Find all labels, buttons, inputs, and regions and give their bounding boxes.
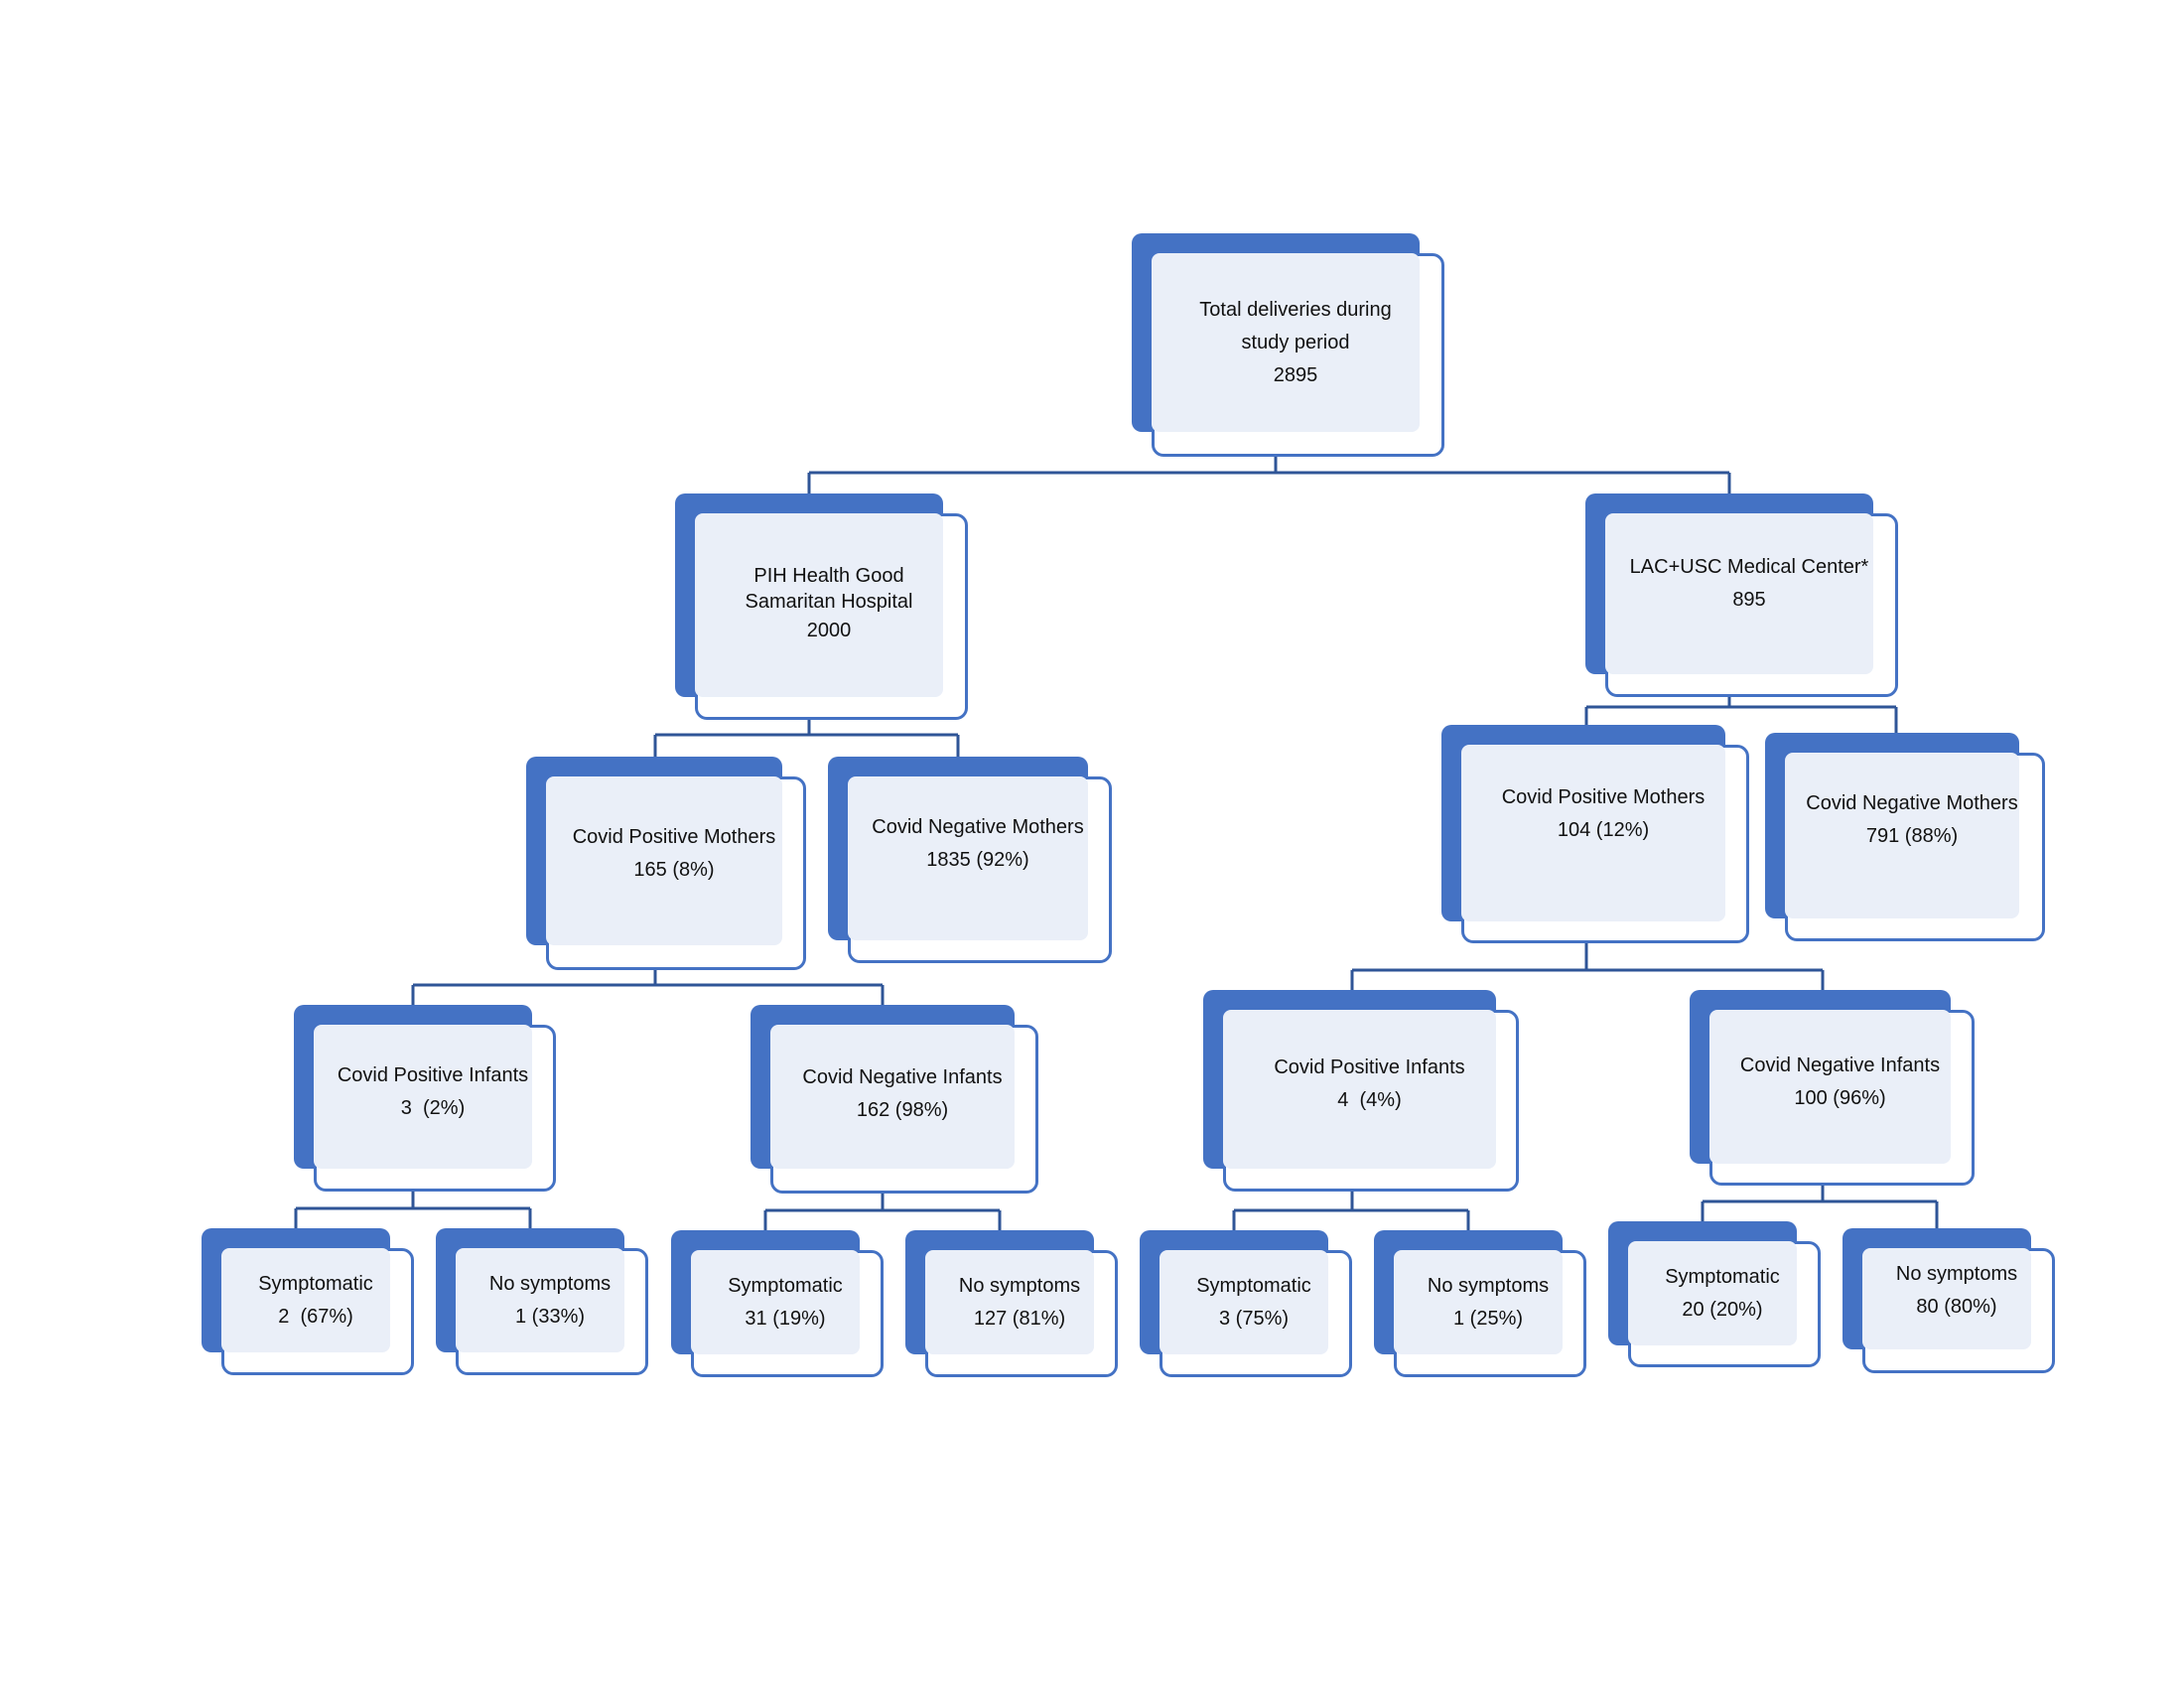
node-line: Symptomatic — [728, 1274, 843, 1297]
node-line: Symptomatic — [1665, 1265, 1780, 1288]
node-line: No symptoms — [488, 1272, 612, 1295]
node-line: 791 (88%) — [1865, 824, 1959, 847]
node-line: Symptomatic — [258, 1272, 373, 1295]
node-line: Total deliveries during — [1199, 298, 1392, 321]
node-line: 1 (25%) — [1452, 1307, 1524, 1330]
node-line: Covid Positive Mothers — [572, 825, 776, 848]
node-line: 162 (98%) — [856, 1099, 949, 1121]
node-line: No symptoms — [958, 1274, 1081, 1297]
node-line: Covid Positive Infants — [337, 1063, 529, 1086]
node-line: 100 (96%) — [1794, 1086, 1886, 1109]
node-line: Covid Negative Mothers — [872, 815, 1084, 838]
node-line: 3 (2%) — [400, 1096, 466, 1119]
node-line: Samaritan Hospital — [745, 591, 913, 613]
node-line: study period — [1241, 331, 1350, 353]
node-line: LAC+USC Medical Center* — [1629, 556, 1869, 578]
node-line: 4 (4%) — [1337, 1089, 1402, 1111]
node-line: No symptoms — [1427, 1274, 1550, 1297]
node-line: 31 (19%) — [745, 1307, 826, 1330]
node-line: 104 (12%) — [1557, 819, 1650, 841]
node-line: 3 (75%) — [1218, 1307, 1290, 1330]
node-line: Covid Positive Mothers — [1501, 786, 1706, 808]
node-line: 895 — [1732, 589, 1766, 611]
node-line: 1 (33%) — [514, 1305, 586, 1328]
node-line: 127 (81%) — [973, 1307, 1066, 1330]
node-line: 165 (8%) — [633, 858, 715, 881]
node-line: Covid Negative Infants — [802, 1066, 1003, 1088]
node-line: Covid Positive Infants — [1274, 1056, 1465, 1078]
node-line: 20 (20%) — [1682, 1298, 1763, 1321]
node-line: Covid Negative Mothers — [1806, 791, 2018, 814]
node-line: 2 (67%) — [278, 1305, 353, 1328]
node-line: 2895 — [1273, 363, 1318, 386]
node-line: PIH Health Good — [753, 565, 904, 587]
node-line: Symptomatic — [1196, 1274, 1311, 1297]
node-line: 1835 (92%) — [926, 848, 1029, 871]
node-line: 80 (80%) — [1916, 1295, 1997, 1318]
node-line: 2000 — [806, 620, 852, 641]
node-line: Covid Negative Infants — [1739, 1054, 1941, 1076]
node-line: No symptoms — [1895, 1262, 2018, 1285]
